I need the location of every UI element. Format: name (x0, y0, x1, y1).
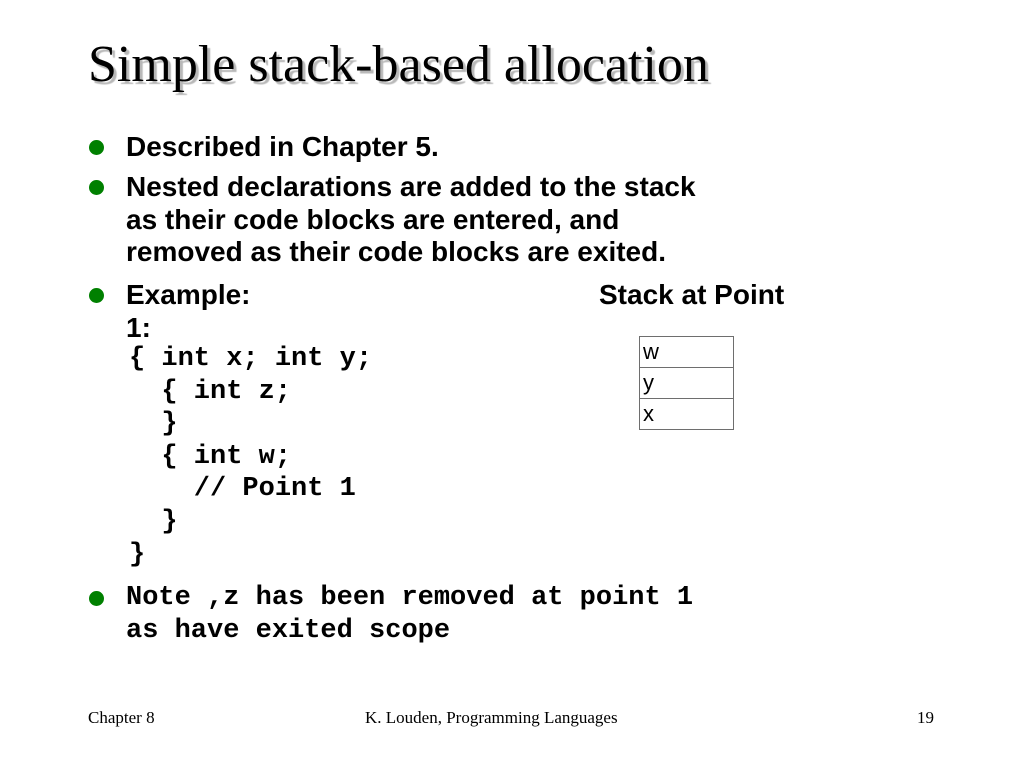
bullet-dot (89, 591, 104, 606)
example-continuation: 1: (126, 311, 151, 343)
bullet-dot (89, 288, 104, 303)
footer-chapter: Chapter 8 (88, 708, 155, 727)
stack-cell-w: w (639, 336, 734, 368)
note-line-2: as have exited scope (126, 615, 451, 646)
bullet-1-text: Described in Chapter 5. (126, 131, 439, 162)
bullet-2-line-3: removed as their code blocks are exited. (126, 236, 667, 267)
bullet-2-line-1: Nested declarations are added to the sta… (126, 171, 696, 202)
footer-page-number: 19 (917, 708, 934, 727)
code-line-6: } (129, 507, 178, 537)
stack-caption: Stack at Point (599, 279, 785, 310)
code-line-7: } (129, 539, 146, 570)
slide-title: Simple stack-based allocation (88, 36, 709, 93)
code-line-4: { int w; (129, 441, 292, 472)
bullet-dot (89, 180, 104, 195)
stack-cell-x: x (639, 398, 734, 430)
bullet-dot (89, 140, 104, 155)
code-line-2: { int z; (129, 376, 292, 407)
stack-table: w y x (639, 336, 734, 430)
footer-author: K. Louden, Programming Languages (365, 708, 618, 727)
stack-cell-y: y (639, 367, 734, 399)
code-line-5: // Point 1 (129, 474, 356, 505)
example-label: Example: (126, 279, 251, 310)
code-line-3: } (129, 409, 178, 440)
note-line-1: Note ,z has been removed at point 1 (126, 583, 694, 613)
code-line-1: { int x; int y; (129, 344, 373, 374)
bullet-2-line-2: as their code blocks are entered, and (126, 203, 620, 235)
